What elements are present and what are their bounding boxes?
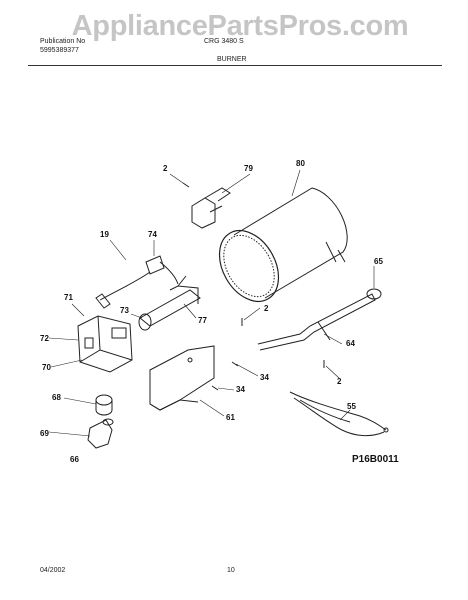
elbow-fitting-part [87, 418, 114, 449]
footer-date: 04/2002 [40, 567, 66, 574]
callout-number: 64 [346, 339, 355, 348]
callout-number: 34 [260, 373, 269, 382]
callout-number: 66 [70, 455, 79, 464]
callout-number: 34 [236, 385, 245, 394]
callout-number: 65 [374, 257, 383, 266]
callout-number: 69 [40, 429, 49, 438]
callout-number: 70 [42, 363, 51, 372]
publication-label: Publication No [40, 38, 86, 45]
callout-number: 79 [244, 164, 253, 173]
valve-coil-part [138, 275, 201, 331]
diagram-code: P16B0011 [352, 454, 399, 465]
header-divider [28, 65, 442, 66]
valve-mounting-bracket-part [149, 345, 215, 411]
watermark-logo: AppliancePartsPros.com [71, 10, 409, 42]
screw-part [182, 182, 325, 391]
callout-number: 74 [148, 230, 157, 239]
callout-number: 80 [296, 159, 305, 168]
manifold-tube-part [257, 293, 376, 351]
callout-leaders [48, 169, 375, 437]
tube-cap-part [366, 288, 382, 300]
page-number: 10 [227, 567, 235, 574]
callout-number: 2 [264, 304, 269, 313]
section-title: BURNER [217, 56, 247, 63]
callout-number: 61 [226, 413, 235, 422]
model-number: CRG 3480 S [204, 38, 244, 45]
igniter-part [95, 255, 179, 309]
callout-number: 2 [163, 164, 168, 173]
publication-number: 5995389377 [40, 47, 79, 54]
gas-valve-part [77, 315, 133, 373]
burner-tube-part [218, 187, 348, 302]
wire-harness-part [289, 391, 389, 437]
callout-number: 68 [52, 393, 61, 402]
callout-number: 77 [198, 316, 207, 325]
callout-number: 2 [337, 377, 342, 386]
callout-number: 72 [40, 334, 49, 343]
igniter-bracket-part [191, 187, 231, 229]
gas-fitting-part [95, 394, 113, 416]
callout-number: 71 [64, 293, 73, 302]
callout-number: 55 [347, 402, 356, 411]
callout-number: 73 [120, 306, 129, 315]
callout-number: 19 [100, 230, 109, 239]
